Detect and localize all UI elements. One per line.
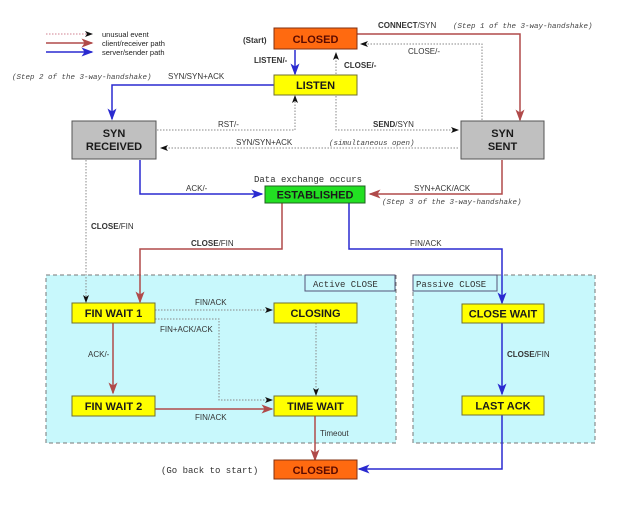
label-syn-synack: SYN/SYN+ACK bbox=[168, 72, 225, 81]
start-label: (Start) bbox=[243, 36, 267, 45]
label-ack: ACK/- bbox=[186, 184, 208, 193]
state-time-wait-label: TIME WAIT bbox=[287, 401, 344, 413]
label-rst: RST/- bbox=[218, 120, 239, 129]
state-listen[interactable]: LISTEN bbox=[273, 74, 358, 96]
state-listen-label: LISTEN bbox=[296, 80, 335, 92]
label-fw2-timewait: FIN/ACK bbox=[195, 413, 227, 422]
go-back-label: (Go back to start) bbox=[161, 466, 258, 476]
label-fw1-timewait: FIN+ACK/ACK bbox=[160, 325, 213, 334]
passive-close-tag bbox=[412, 274, 498, 292]
state-syn-received-line2: RECEIVED bbox=[86, 141, 142, 153]
edge-fin-ack-passive bbox=[348, 203, 507, 305]
state-fin-wait-1[interactable]: FIN WAIT 1 bbox=[71, 302, 156, 324]
state-syn-sent-line1: SYN bbox=[491, 128, 514, 140]
label-listen: LISTEN/- bbox=[254, 56, 288, 65]
state-last-ack[interactable]: LAST ACK bbox=[461, 395, 545, 416]
edge-synack-ack bbox=[368, 160, 503, 199]
label-fw1-fw2: ACK/- bbox=[88, 350, 110, 359]
state-established[interactable]: ESTABLISHED bbox=[264, 185, 366, 204]
edge-syn-synack bbox=[107, 84, 274, 121]
edge-close-fin-active bbox=[135, 203, 283, 304]
state-closing-label: CLOSING bbox=[290, 308, 340, 320]
state-syn-sent-line2: SENT bbox=[488, 141, 518, 153]
state-closed-bottom-label: CLOSED bbox=[293, 465, 339, 477]
label-close-fin-passive: CLOSE/FIN bbox=[507, 350, 550, 359]
state-time-wait[interactable]: TIME WAIT bbox=[273, 395, 358, 417]
state-closing[interactable]: CLOSING bbox=[273, 302, 358, 324]
label-synsent-close: CLOSE/- bbox=[408, 47, 440, 56]
state-close-wait[interactable]: CLOSE WAIT bbox=[461, 303, 545, 324]
legend-client-label: client/receiver path bbox=[102, 39, 165, 48]
label-close-fin-active: CLOSE/FIN bbox=[191, 239, 234, 248]
passive-close-label: Passive CLOSE bbox=[416, 280, 486, 290]
label-fin-ack-passive: FIN/ACK bbox=[410, 239, 442, 248]
edge-lastack-closed bbox=[357, 415, 503, 474]
state-established-label: ESTABLISHED bbox=[277, 190, 354, 202]
legend-unusual-label: unusual event bbox=[102, 30, 150, 39]
active-close-tag bbox=[304, 274, 396, 292]
legend: unusual event client/receiver path serve… bbox=[46, 30, 165, 57]
state-syn-sent[interactable]: SYN SENT bbox=[460, 120, 545, 160]
label-synack-ack: SYN+ACK/ACK bbox=[414, 184, 471, 193]
passive-close-region bbox=[412, 274, 596, 444]
state-close-wait-label: CLOSE WAIT bbox=[469, 309, 538, 321]
edge-ack bbox=[139, 160, 264, 199]
label-listen-close: CLOSE/- bbox=[344, 61, 377, 70]
label-fw1-closing: FIN/ACK bbox=[195, 298, 227, 307]
edges bbox=[83, 33, 525, 474]
label-send-syn: SEND/SYN bbox=[373, 120, 414, 129]
step1-label: (Step 1 of the 3-way-handshake) bbox=[453, 23, 593, 31]
edge-connect-syn bbox=[357, 33, 525, 122]
active-close-label: Active CLOSE bbox=[313, 280, 378, 290]
state-closed-top[interactable]: CLOSED bbox=[273, 27, 358, 50]
edge-fw1-timewait bbox=[155, 318, 273, 403]
data-exchange-label: Data exchange occurs bbox=[254, 175, 362, 185]
state-fin-wait-2[interactable]: FIN WAIT 2 bbox=[71, 395, 156, 417]
state-closed-top-label: CLOSED bbox=[293, 34, 339, 46]
state-last-ack-label: LAST ACK bbox=[475, 401, 530, 413]
state-fin-wait-1-label: FIN WAIT 1 bbox=[85, 308, 142, 320]
state-closed-bottom[interactable]: CLOSED bbox=[273, 459, 358, 480]
edge-rst bbox=[157, 95, 298, 131]
step3-label: (Step 3 of the 3-way-handshake) bbox=[382, 199, 522, 207]
legend-server-label: server/sender path bbox=[102, 48, 165, 57]
label-connect-syn: CONNECT/SYN bbox=[378, 21, 436, 30]
edge-synsent-close bbox=[360, 41, 483, 120]
edge-send-syn bbox=[335, 96, 459, 133]
step2-label: (Step 2 of the 3-way-handshake) bbox=[12, 74, 152, 82]
state-syn-received-line1: SYN bbox=[103, 128, 126, 140]
label-syn-synack-sim: SYN/SYN+ACK bbox=[236, 138, 293, 147]
simultaneous-open-label: (simultaneous open) bbox=[329, 140, 415, 148]
state-fin-wait-2-label: FIN WAIT 2 bbox=[85, 401, 142, 413]
label-close-fin-synrcvd: CLOSE/FIN bbox=[91, 222, 134, 231]
label-timeout: Timeout bbox=[320, 429, 349, 438]
state-syn-received[interactable]: SYN RECEIVED bbox=[71, 120, 157, 160]
